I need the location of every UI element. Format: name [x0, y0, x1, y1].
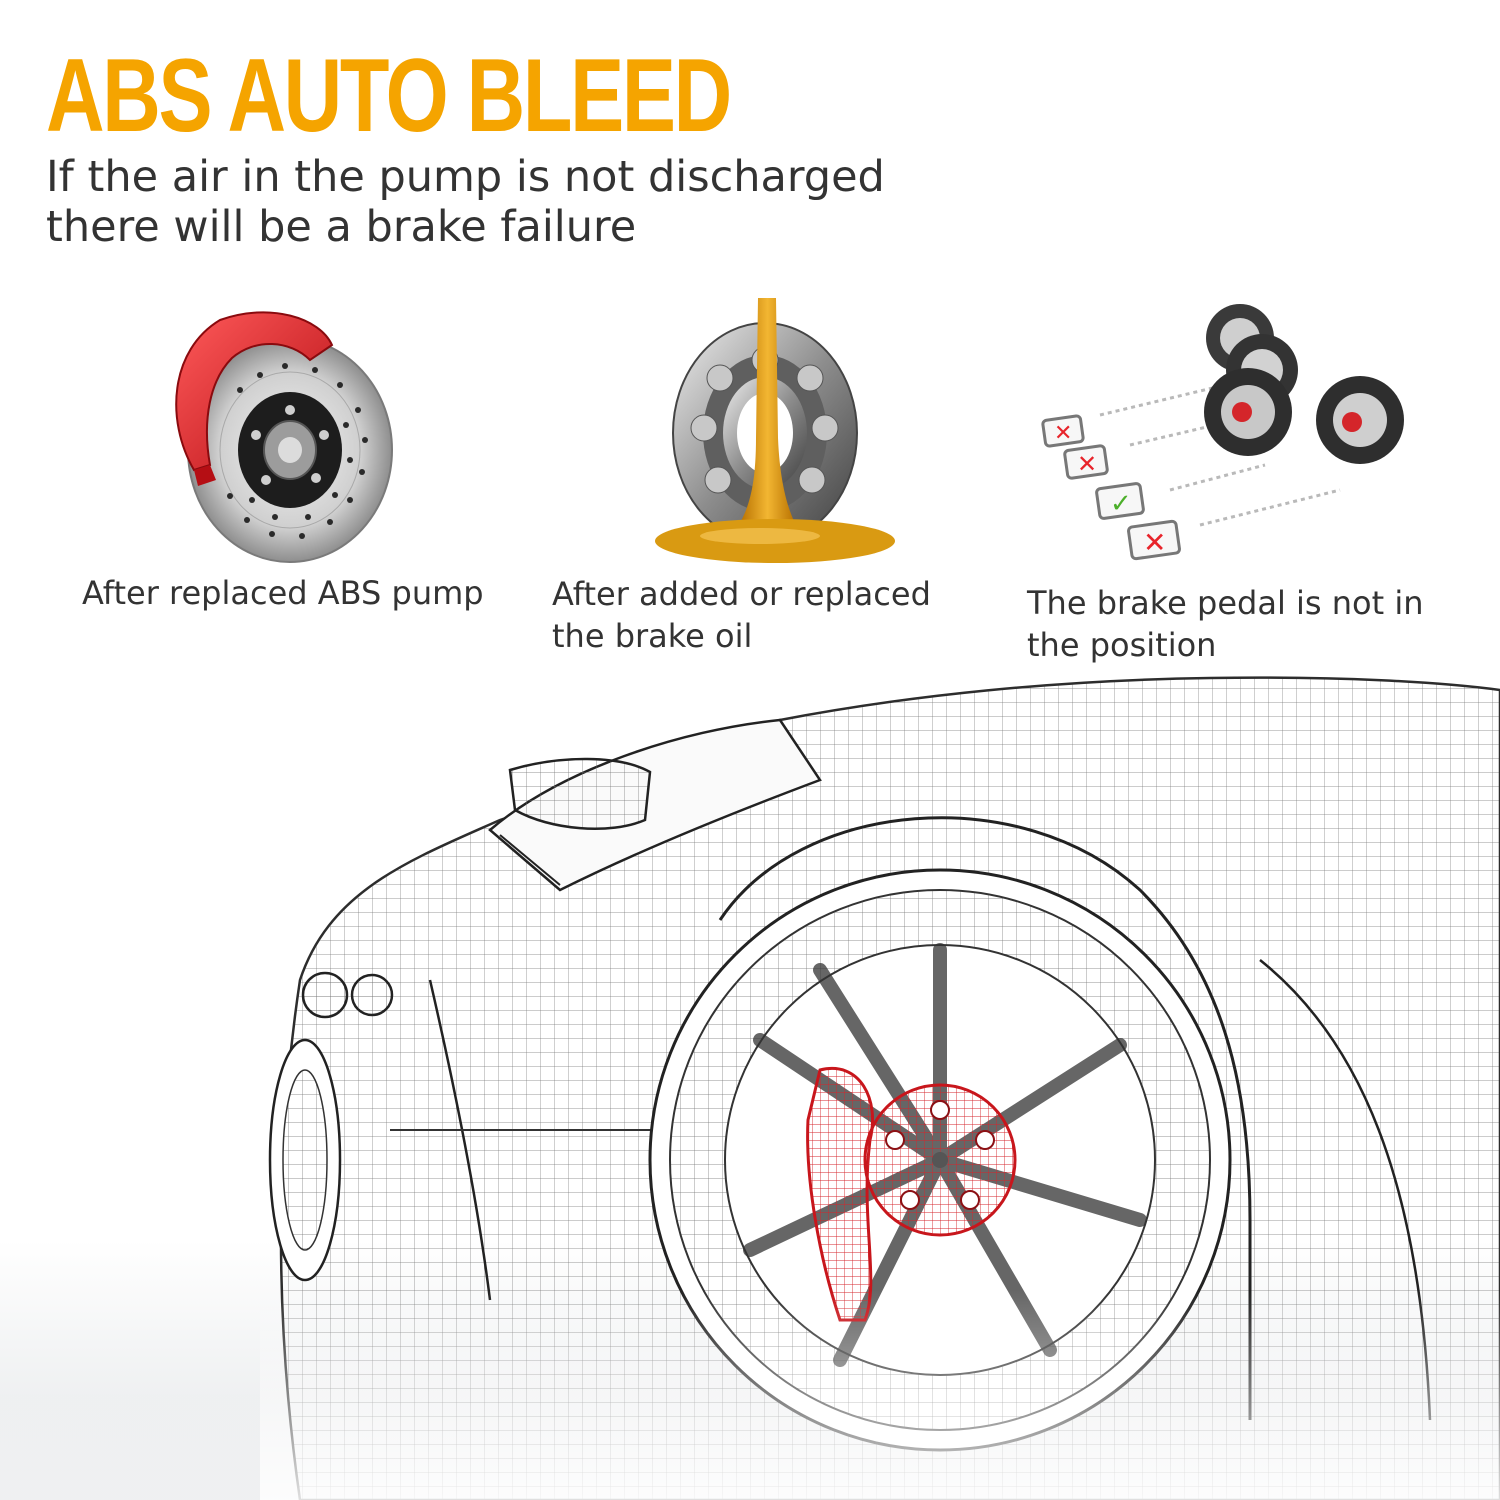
svg-text:✕: ✕ [1054, 421, 1072, 446]
wireframe-car-illustration [260, 660, 1500, 1500]
feature-label-3: The brake pedal is not in the position [1027, 584, 1424, 664]
tires-checklist-icon: ✕ ✕ ✓ ✕ [1041, 304, 1404, 561]
subtitle: If the air in the pump is not discharged… [46, 152, 946, 252]
svg-text:✓: ✓ [1110, 489, 1132, 519]
subtitle-line-2: there will be a brake failure [46, 202, 637, 252]
svg-text:✕: ✕ [1077, 450, 1097, 478]
svg-text:✕: ✕ [1143, 526, 1166, 559]
feature-label-1: After replaced ABS pump [82, 574, 484, 612]
feature-label-2: After added or replaced the brake oil [552, 575, 931, 655]
headline: ABS AUTO BLEED [46, 38, 732, 154]
bearing-oil-icon [655, 298, 895, 563]
subtitle-line-1: If the air in the pump is not discharged [46, 152, 885, 202]
brake-disc-icon [175, 311, 393, 563]
